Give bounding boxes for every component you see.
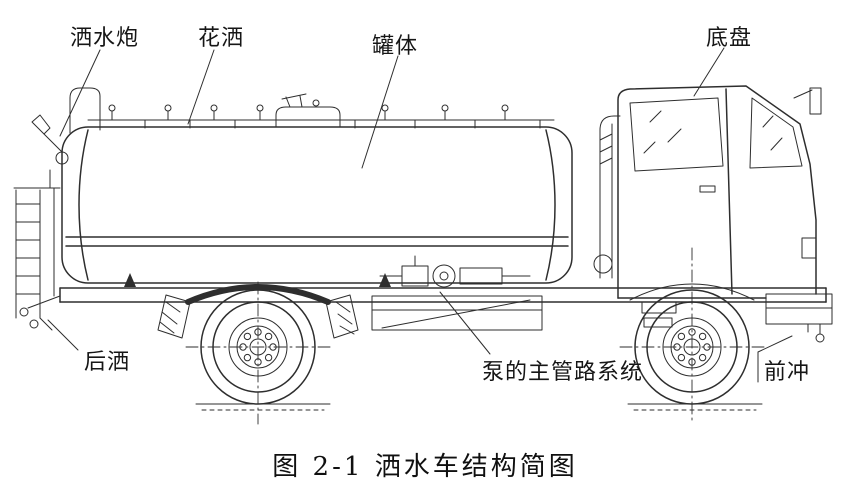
label-tank-body: 罐体	[372, 34, 419, 59]
rear-wheel	[185, 281, 331, 425]
label-shower-sprinkler: 花洒	[198, 26, 245, 51]
ladder	[13, 187, 61, 319]
cab	[593, 85, 822, 328]
figure-caption: 图 2-1 洒水车结构简图	[272, 452, 578, 482]
chassis-frame	[59, 287, 827, 331]
ground-line	[195, 403, 763, 411]
manhole	[275, 93, 341, 128]
leader-lines	[47, 47, 793, 383]
drain-valve-markers	[124, 273, 391, 287]
label-water-cannon: 洒水炮	[70, 26, 140, 51]
front-flush-nozzle	[765, 293, 833, 343]
water-cannon	[31, 87, 101, 297]
tank-body	[61, 126, 573, 284]
label-chassis: 底盘	[706, 26, 753, 51]
rear-spray-nozzles	[19, 295, 61, 331]
pump-assembly	[379, 255, 531, 288]
sprinkler-pipe	[87, 104, 555, 129]
label-rear-spray: 后洒	[84, 350, 131, 375]
front-wheel	[619, 247, 765, 425]
label-front-flush: 前冲	[764, 360, 811, 385]
label-pump-main-pipeline: 泵的主管路系统	[482, 360, 644, 385]
